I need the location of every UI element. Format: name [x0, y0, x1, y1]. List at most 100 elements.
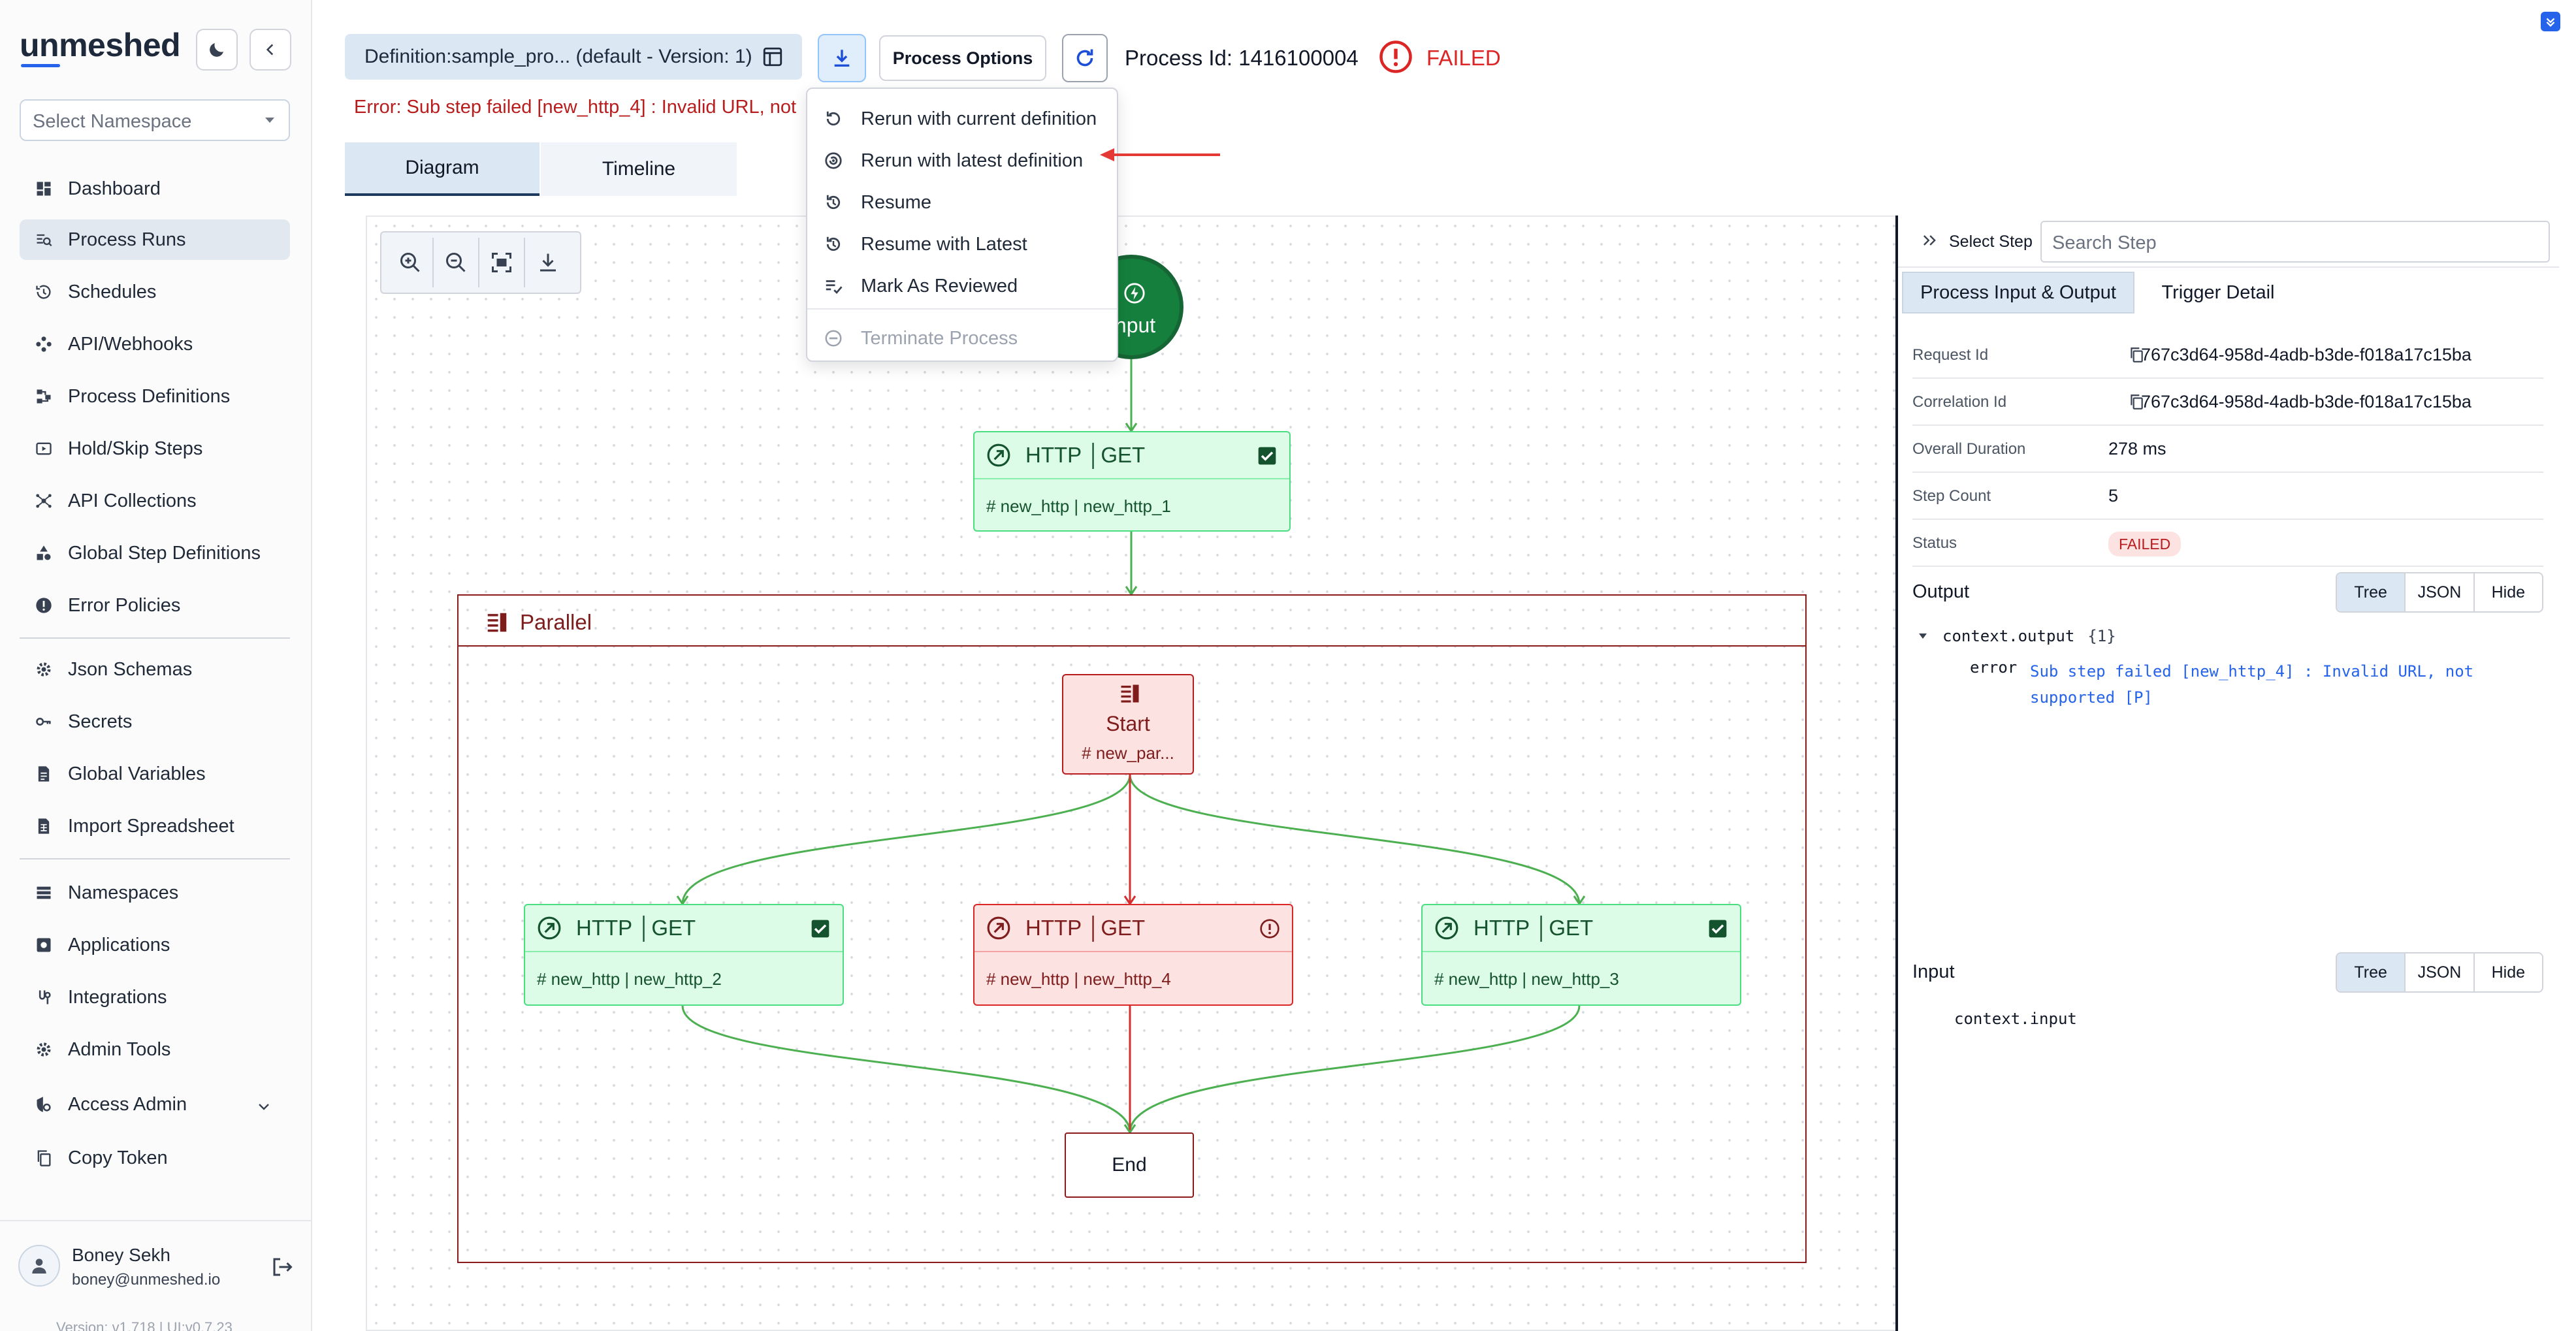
- parallel-start-node[interactable]: Start # new_par...: [1062, 674, 1194, 775]
- brand-logo: unmeshed: [20, 27, 181, 63]
- nav-secrets[interactable]: Secrets: [20, 701, 290, 742]
- duration-label: Overall Duration: [1912, 440, 2026, 458]
- step-count-row: Step Count 5: [1912, 473, 2543, 520]
- menu-item-label: Rerun with latest definition: [861, 150, 1084, 171]
- output-hide-button[interactable]: Hide: [2491, 583, 2526, 601]
- process-options-button[interactable]: Process Options: [879, 35, 1046, 81]
- http-icon: [1435, 916, 1458, 940]
- node-subtitle: # new_http | new_http_4: [986, 969, 1171, 989]
- failed-status-icon: [1379, 40, 1412, 73]
- expand-icon[interactable]: [2541, 12, 2560, 31]
- input-hide-button[interactable]: Hide: [2491, 963, 2526, 982]
- zoom-in-button[interactable]: [388, 238, 434, 287]
- double-chevron-right-icon[interactable]: [1920, 231, 1939, 249]
- nav-hold-skip-steps[interactable]: Hold/Skip Steps: [20, 428, 290, 469]
- moon-icon: [210, 43, 223, 57]
- nav-label: Access Admin: [68, 1093, 187, 1115]
- menu-item-label: Terminate Process: [861, 327, 1018, 349]
- menu-item-mark-reviewed[interactable]: Mark As Reviewed: [820, 268, 1108, 304]
- output-tree-root[interactable]: context.output {1}: [1919, 627, 2116, 645]
- end-node[interactable]: End: [1065, 1132, 1194, 1198]
- step-count-value: 5: [2108, 486, 2119, 505]
- input-tree-root[interactable]: context.input: [1954, 1010, 2077, 1028]
- nav-access-admin[interactable]: Access Admin: [20, 1084, 290, 1125]
- nav-label: Global Step Definitions: [68, 542, 261, 564]
- tab-diagram[interactable]: Diagram: [345, 142, 539, 196]
- nav-global-variables[interactable]: Global Variables: [20, 754, 290, 794]
- download-button[interactable]: [818, 34, 866, 82]
- namespace-select[interactable]: Select Namespace: [20, 99, 290, 141]
- nav-namespaces[interactable]: Namespaces: [20, 873, 290, 913]
- zoom-in-icon: [400, 253, 420, 272]
- chevron-down-icon: [259, 1104, 269, 1110]
- theme-toggle-button[interactable]: [196, 29, 238, 71]
- download-diagram-button[interactable]: [525, 238, 571, 287]
- output-error-value: Sub step failed [new_http_4] : Invalid U…: [2030, 662, 2474, 707]
- nav-schedules[interactable]: Schedules: [20, 272, 290, 312]
- output-tree-button[interactable]: Tree: [2337, 573, 2406, 611]
- status-label: Status: [1912, 534, 1957, 552]
- request-id-label: Request Id: [1912, 346, 1989, 364]
- process-status: FAILED: [1426, 46, 1501, 70]
- nav-divider: [20, 637, 290, 639]
- nav-error-policies[interactable]: Error Policies: [20, 585, 290, 626]
- node-header: HTTP │GET: [525, 905, 843, 952]
- input-json-button[interactable]: JSON: [2406, 954, 2475, 991]
- copy-icon[interactable]: [2128, 393, 2145, 410]
- node-subtitle: # new_http | new_http_1: [986, 496, 1171, 516]
- version-info: Version: v1.718 | UI:v0.7.23: [56, 1319, 233, 1331]
- nav-integrations[interactable]: Integrations: [20, 977, 290, 1018]
- nav-json-schemas[interactable]: Json Schemas: [20, 649, 290, 690]
- output-json-button[interactable]: JSON: [2406, 573, 2475, 611]
- menu-item-resume-latest[interactable]: Resume with Latest: [820, 226, 1108, 263]
- error-icon: [1260, 919, 1280, 938]
- nav-api-collections[interactable]: API Collections: [20, 481, 290, 521]
- tab-timeline[interactable]: Timeline: [541, 142, 737, 196]
- nav-label: Secrets: [68, 711, 133, 732]
- nav-label: Admin Tools: [68, 1038, 171, 1060]
- parallel-group[interactable]: Parallel: [457, 594, 1807, 1263]
- nav-applications[interactable]: Applications: [20, 925, 290, 965]
- fit-view-button[interactable]: [479, 238, 525, 287]
- http-step-node-3[interactable]: HTTP │GET # new_http | new_http_3: [1421, 904, 1741, 1006]
- output-label: Output: [1912, 581, 1970, 602]
- tab-process-input-output[interactable]: Process Input & Output: [1902, 272, 2134, 313]
- menu-item-rerun-current[interactable]: Rerun with current definition: [820, 101, 1108, 137]
- input-label: Input: [1912, 961, 1955, 982]
- open-definition-icon[interactable]: [762, 46, 784, 68]
- nav-copy-token[interactable]: Copy Token: [20, 1138, 290, 1178]
- http-step-node-2[interactable]: HTTP │GET # new_http | new_http_2: [524, 904, 844, 1006]
- user-profile: Boney Sekh boney@unmeshed.io Version: v1…: [0, 1220, 312, 1331]
- definition-chip[interactable]: Definition:sample_pro... (default - Vers…: [345, 34, 802, 80]
- copy-icon: [33, 1147, 55, 1169]
- nav-label: Applications: [68, 934, 170, 955]
- nav-admin-tools[interactable]: Admin Tools: [20, 1029, 290, 1070]
- nav-api-webhooks[interactable]: API/Webhooks: [20, 324, 290, 364]
- nav-import-spreadsheet[interactable]: Import Spreadsheet: [20, 806, 290, 846]
- bolt-icon: [1124, 283, 1145, 304]
- menu-item-rerun-latest[interactable]: Rerun with latest definition: [820, 142, 1108, 179]
- menu-item-label: Resume with Latest: [861, 233, 1027, 255]
- nav-process-runs[interactable]: Process Runs: [20, 219, 290, 260]
- caret-down-icon: [1919, 633, 1927, 639]
- nav-global-step-definitions[interactable]: Global Step Definitions: [20, 533, 290, 573]
- http-step-node-1[interactable]: HTTP │GET # new_http | new_http_1: [973, 431, 1291, 532]
- menu-item-resume[interactable]: Resume: [820, 184, 1108, 221]
- nav-process-definitions[interactable]: Process Definitions: [20, 376, 290, 417]
- refresh-button[interactable]: [1062, 34, 1108, 82]
- tab-trigger-detail[interactable]: Trigger Detail: [2161, 281, 2275, 303]
- input-tree-button[interactable]: Tree: [2337, 954, 2406, 991]
- copy-icon[interactable]: [2128, 346, 2145, 363]
- nav-label: Hold/Skip Steps: [68, 438, 203, 459]
- rerun-icon: [820, 106, 846, 132]
- zoom-out-button[interactable]: [434, 238, 479, 287]
- avatar[interactable]: [18, 1245, 60, 1287]
- webhook-icon: [33, 333, 55, 355]
- search-step-input[interactable]: Search Step: [2040, 221, 2550, 263]
- http-step-node-4[interactable]: HTTP │GET # new_http | new_http_4: [973, 904, 1293, 1006]
- http-icon: [987, 916, 1010, 940]
- collapse-sidebar-button[interactable]: [250, 29, 291, 71]
- logout-icon[interactable]: [270, 1255, 294, 1279]
- nav-dashboard[interactable]: Dashboard: [20, 168, 290, 209]
